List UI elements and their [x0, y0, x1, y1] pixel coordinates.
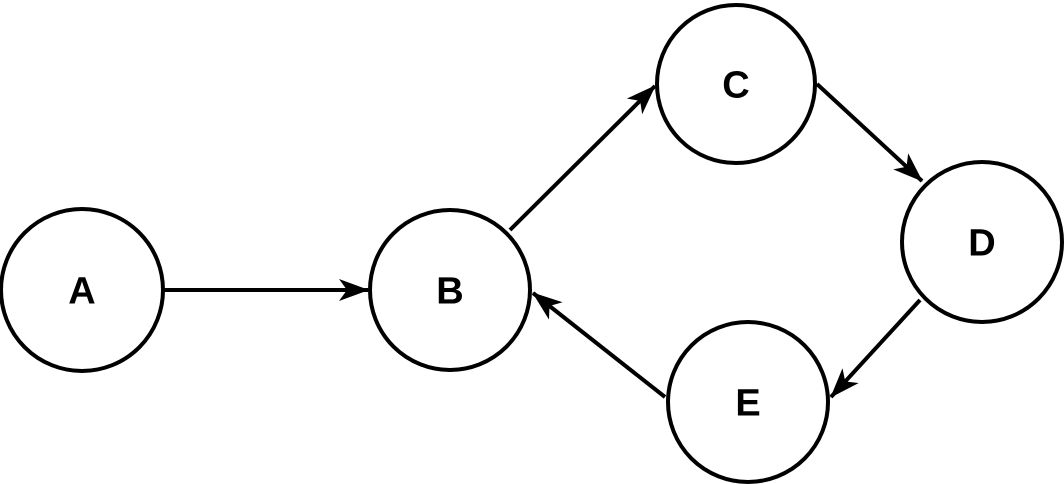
node-E: E: [666, 320, 830, 484]
edge-D-E: [829, 298, 922, 399]
edge-E-B: [531, 291, 667, 399]
node-circle-B: [368, 208, 532, 372]
edge-C-D: [815, 82, 924, 183]
node-C: C: [655, 3, 817, 165]
node-label-C: C: [722, 65, 749, 107]
node-A: A: [0, 207, 165, 373]
node-label-A: A: [68, 271, 95, 313]
node-D: D: [900, 160, 1064, 324]
node-circle-A: [0, 207, 165, 373]
edge-B-C: [508, 84, 657, 232]
node-label-E: E: [735, 383, 760, 425]
node-B: B: [368, 208, 532, 372]
node-label-B: B: [436, 271, 463, 313]
node-circle-D: [900, 160, 1064, 324]
node-circle-C: [655, 3, 817, 165]
node-label-D: D: [968, 223, 995, 265]
node-circle-E: [666, 320, 830, 484]
